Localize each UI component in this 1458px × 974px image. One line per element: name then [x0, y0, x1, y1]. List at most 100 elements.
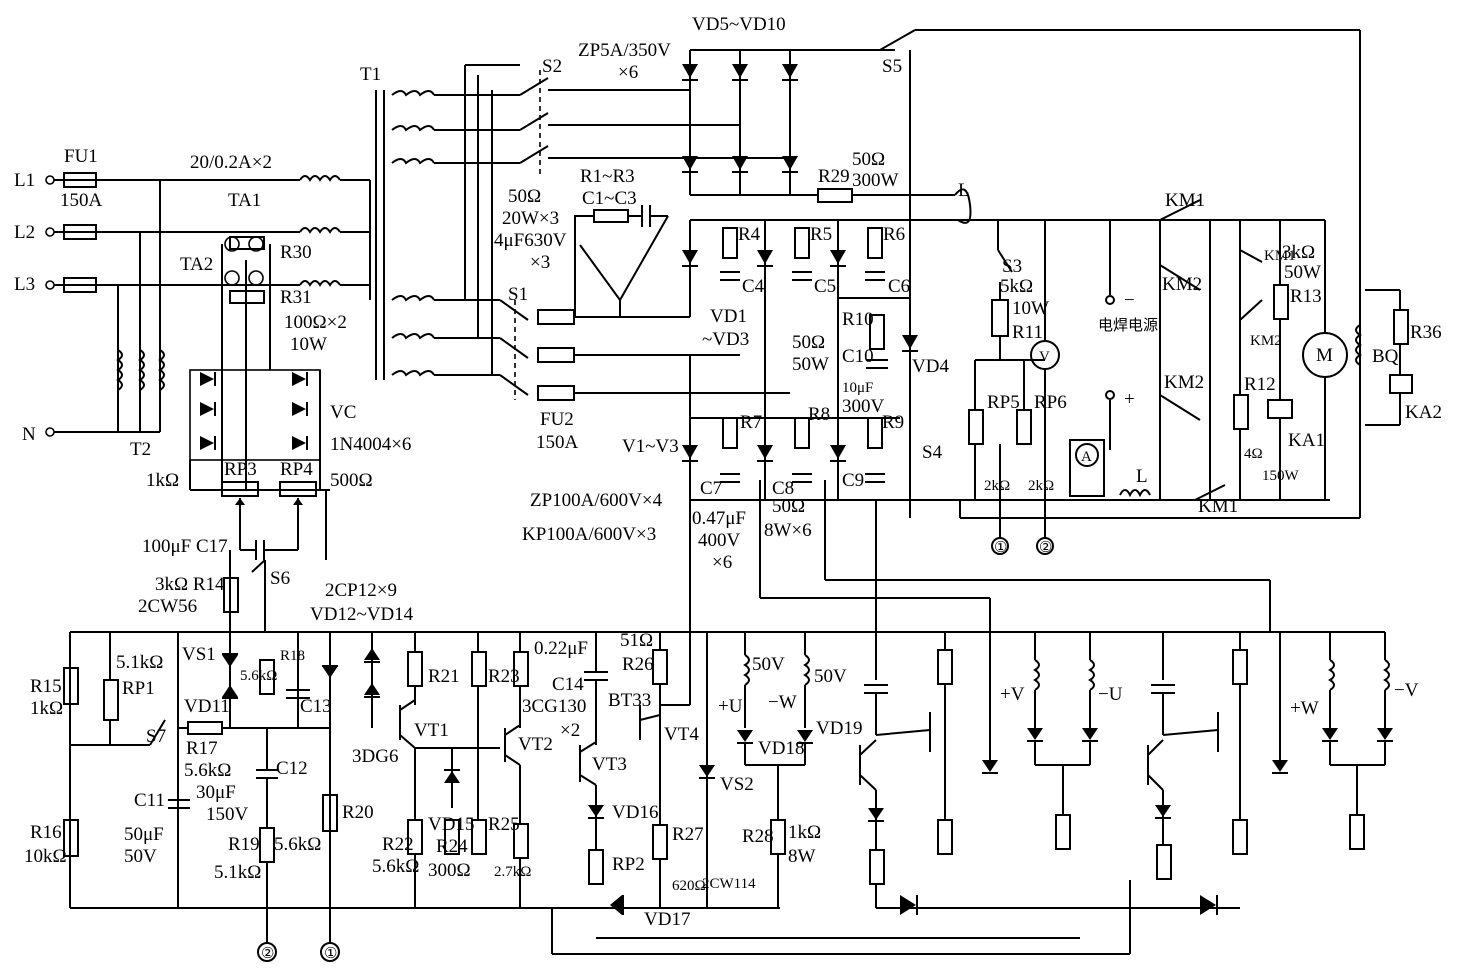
- label-r29-pw: 300W: [852, 170, 899, 191]
- label-x6a: ×6: [618, 62, 638, 83]
- label-ta2: TA2: [180, 254, 213, 275]
- label-r17: R17: [186, 738, 218, 759]
- label-cp12: 2CP12×9: [325, 580, 397, 601]
- label-c14-val: 0.22μF: [534, 638, 588, 659]
- label-vt2: VT2: [518, 734, 553, 755]
- label-ta-spec: 20/0.2A×2: [190, 152, 272, 173]
- label-vd11: VD11: [184, 696, 230, 717]
- label-r-val: 100Ω×2: [284, 312, 347, 333]
- label-r31: R31: [280, 287, 312, 308]
- label-ka2: KA2: [1405, 402, 1442, 423]
- label-r25: R25: [488, 814, 520, 835]
- label-r5: R5: [810, 224, 832, 245]
- label-km2-r: KM2: [1250, 333, 1282, 349]
- label-node2-bottom: ②: [261, 946, 274, 962]
- label-rp1-val: 5.1kΩ: [116, 652, 163, 673]
- label-r16-val: 10kΩ: [24, 846, 67, 867]
- label-r4: R4: [738, 224, 761, 245]
- label-fu2: FU2: [540, 409, 574, 430]
- label-vs1: VS1: [182, 644, 216, 665]
- label-r16: R16: [30, 822, 62, 843]
- label-zp5a: ZP5A/350V: [578, 40, 671, 61]
- label-t2: T2: [130, 439, 151, 460]
- label-l-out: L: [1136, 466, 1148, 487]
- label-rp3: RP3: [224, 459, 257, 480]
- label-r13-val: 3kΩ: [1282, 242, 1315, 263]
- pot-rp4: [279, 481, 317, 497]
- label-vt4: VT4: [664, 724, 699, 745]
- label-c10-val: 10μF: [842, 380, 873, 396]
- label-r6: R6: [883, 224, 905, 245]
- label-r12: R12: [1244, 374, 1276, 395]
- label-r10: R10: [842, 309, 874, 330]
- label-vd16: VD16: [612, 802, 658, 823]
- label-rc-val2: 20W×3: [502, 208, 559, 229]
- label-c17: 100μF C17: [142, 536, 228, 557]
- label-vd1-3: VD1: [710, 306, 747, 327]
- transformer-t1: [375, 64, 790, 401]
- label-dg6: 3DG6: [352, 746, 398, 767]
- label-plus: +: [1124, 389, 1135, 410]
- label-r18: R18: [280, 648, 305, 664]
- label-w-plus: +W: [1290, 698, 1319, 719]
- mains-input: [45, 172, 371, 630]
- label-r36: R36: [1410, 322, 1442, 343]
- label-r20: R20: [342, 802, 374, 823]
- label-v50a: 50V: [752, 654, 785, 675]
- label-v50b: 50V: [814, 666, 847, 687]
- label-vd18: VD18: [758, 738, 804, 759]
- label-r19-val: 5.1kΩ: [214, 862, 261, 883]
- label-r28-val: 1kΩ: [788, 822, 821, 843]
- label-r24-val: 300Ω: [428, 860, 471, 881]
- label-c12-v: 150V: [206, 804, 249, 825]
- label-cw56: 2CW56: [138, 596, 197, 617]
- label-c6: C6: [888, 276, 910, 297]
- label-v-plus: +V: [1000, 684, 1025, 705]
- label-r9: R9: [882, 412, 904, 433]
- label-meter-a: A: [1081, 449, 1092, 465]
- label-r-pw: 10W: [290, 334, 327, 355]
- label-r11-val: 5kΩ: [1000, 276, 1033, 297]
- fuse-fu1-c: [63, 277, 97, 293]
- label-c4: C4: [742, 276, 765, 297]
- label-rp1: RP1: [122, 678, 155, 699]
- label-ka1: KA1: [1288, 430, 1325, 451]
- label-motor: M: [1316, 345, 1333, 366]
- label-rc-val3: 4μF630V: [494, 230, 567, 251]
- label-s3: S3: [1002, 256, 1022, 277]
- label-c-x: ×6: [712, 552, 732, 573]
- label-rp4: RP4: [280, 459, 313, 480]
- label-c5: C5: [814, 276, 836, 297]
- label-vd12-14: VD12~VD14: [310, 604, 414, 625]
- label-zp100: ZP100A/600V×4: [530, 490, 663, 511]
- label-vd5-10: VD5~VD10: [692, 14, 786, 35]
- label-r10-val: 50Ω: [792, 332, 825, 353]
- label-rp2: RP2: [612, 854, 645, 875]
- label-rp6: RP6: [1034, 392, 1067, 413]
- label-s1: S1: [508, 284, 528, 305]
- label-w-minus: −W: [768, 692, 797, 713]
- label-r24: R24: [436, 836, 468, 857]
- label-node1-top: ①: [994, 540, 1007, 556]
- label-vt1: VT1: [414, 720, 449, 741]
- label-minus: −: [1124, 290, 1135, 311]
- label-s7: S7: [146, 726, 166, 747]
- label-ta1: TA1: [228, 190, 261, 211]
- label-km2-a: KM2: [1162, 274, 1202, 295]
- label-s4: S4: [922, 442, 943, 463]
- label-c1-3: C1~C3: [582, 188, 637, 209]
- label-c10: C10: [842, 346, 874, 367]
- fuse-fu1-b: [63, 224, 97, 240]
- label-c11: C11: [134, 790, 165, 811]
- label-vd4: VD4: [912, 356, 949, 377]
- label-node2-top: ②: [1039, 540, 1052, 556]
- label-vc: VC: [330, 402, 356, 423]
- label-vd15: VD15: [428, 814, 474, 835]
- label-r-val: 50Ω: [772, 496, 805, 517]
- label-r18-val: 5.6kΩ: [240, 668, 277, 684]
- label-c12: C12: [276, 758, 308, 779]
- label-s6: S6: [270, 568, 290, 589]
- label-s2: S2: [542, 56, 562, 77]
- label-rc-val1: 50Ω: [508, 186, 541, 207]
